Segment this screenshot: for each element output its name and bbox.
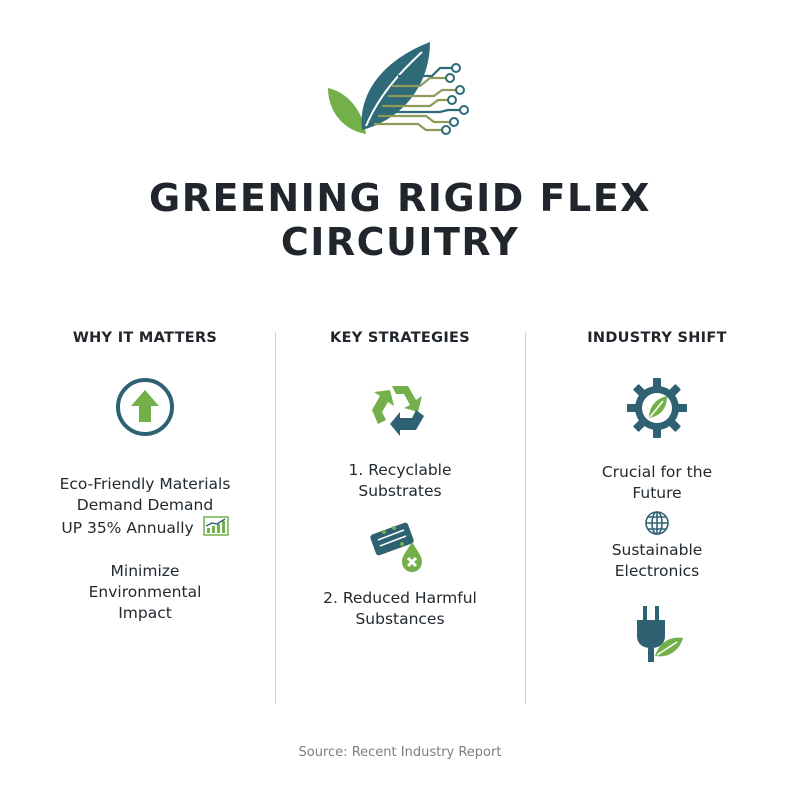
growth-chart-icon bbox=[202, 516, 229, 536]
column-why-it-matters: WHY IT MATTERS Eco-Friendly Materials De… bbox=[25, 330, 265, 624]
strategy-line: Substrates bbox=[358, 482, 442, 500]
strategy-line: Substances bbox=[355, 610, 445, 628]
arrow-up-circle-icon bbox=[116, 378, 174, 436]
column-key-strategies: KEY STRATEGIES 1. Recyclable Substrates … bbox=[280, 330, 520, 630]
industry-line: Electronics bbox=[614, 562, 700, 580]
stat-line: Demand Demand bbox=[76, 496, 214, 514]
environmental-point: Minimize Environmental Impact bbox=[25, 561, 265, 624]
point-line: Environmental bbox=[88, 583, 202, 601]
industry-line: Crucial for the bbox=[601, 463, 713, 481]
stat-line: UP 35% Annually bbox=[25, 516, 265, 539]
plug-leaf-icon bbox=[637, 606, 683, 662]
strategy-recyclable: 1. Recyclable Substrates bbox=[280, 460, 520, 502]
column-industry-shift: INDUSTRY SHIFT Crucial for the Future Su… bbox=[537, 330, 777, 668]
source-note: Source: Recent Industry Report bbox=[298, 745, 502, 760]
column-divider bbox=[275, 332, 276, 704]
gear-leaf-icon bbox=[627, 378, 687, 438]
column-heading: INDUSTRY SHIFT bbox=[587, 330, 727, 346]
industry-line: Future bbox=[632, 484, 682, 502]
demand-stat: Eco-Friendly Materials Demand Demand UP … bbox=[25, 474, 265, 539]
leaf-circuit-logo-icon bbox=[328, 42, 469, 135]
title-line-1: GREENING RIGID FLEX bbox=[149, 176, 651, 220]
globe-icon bbox=[645, 511, 669, 535]
column-heading: WHY IT MATTERS bbox=[72, 330, 218, 346]
point-line: Minimize bbox=[110, 562, 180, 580]
industry-future: Crucial for the Future bbox=[537, 462, 777, 504]
stat-line: Eco-Friendly Materials bbox=[59, 475, 231, 493]
strategy-reduced-harmful: 2. Reduced Harmful Substances bbox=[280, 588, 520, 630]
strategy-line: 1. Recyclable bbox=[348, 461, 452, 479]
industry-sustainable: Sustainable Electronics bbox=[537, 540, 777, 582]
point-line: Impact bbox=[118, 604, 172, 622]
industry-line: Sustainable bbox=[611, 541, 703, 559]
stat-line-text: UP 35% Annually bbox=[61, 519, 194, 537]
title-line-2: CIRCUITRY bbox=[280, 220, 520, 264]
column-heading: KEY STRATEGIES bbox=[330, 330, 470, 346]
circuit-board-no-drop-icon bbox=[370, 522, 422, 572]
column-divider bbox=[525, 332, 526, 704]
recycle-icon bbox=[372, 386, 424, 436]
page-title: GREENING RIGID FLEX CIRCUITRY bbox=[0, 176, 800, 264]
strategy-line: 2. Reduced Harmful bbox=[323, 589, 477, 607]
